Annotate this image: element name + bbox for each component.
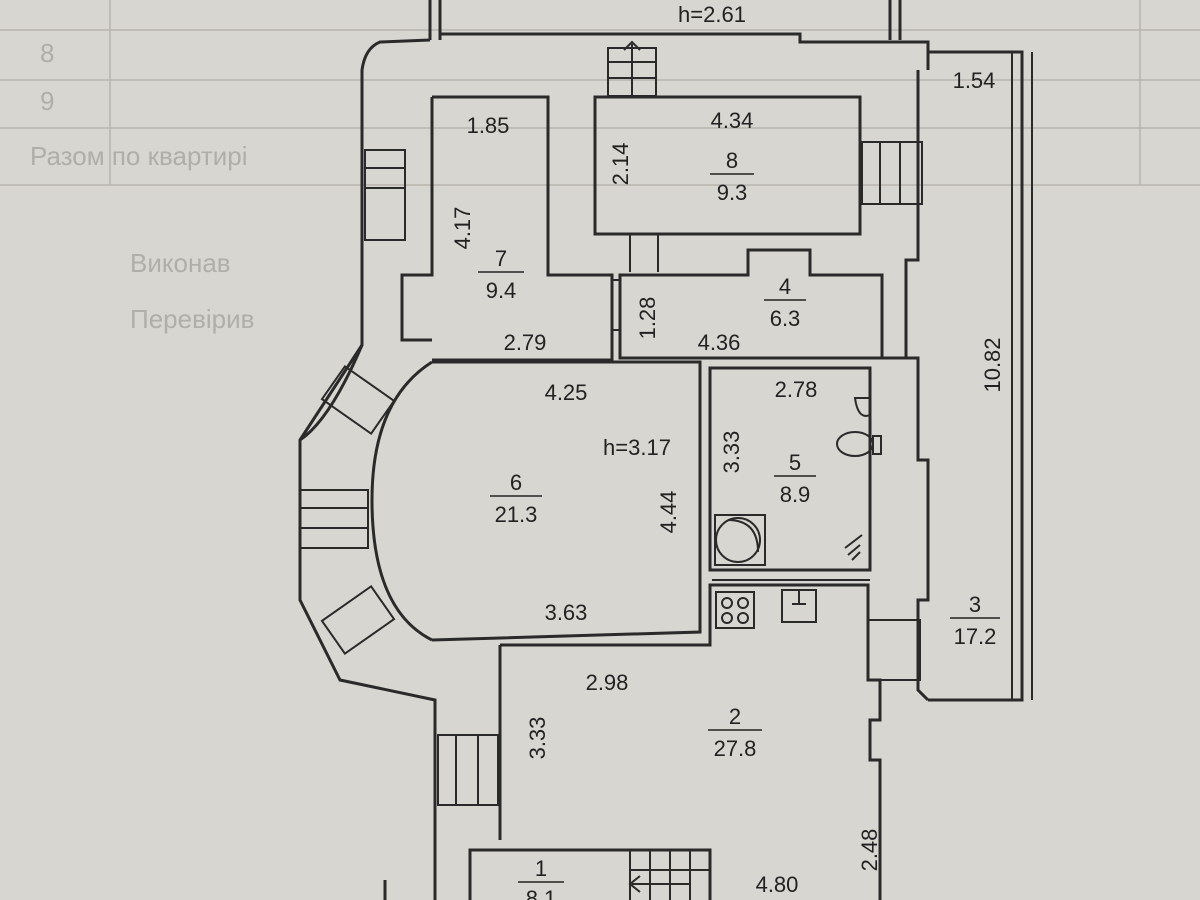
room-6-area: 21.3	[495, 502, 538, 527]
window-left	[364, 149, 406, 241]
dim-2-48: 2.48	[857, 829, 882, 872]
room-6-walls	[431, 360, 702, 642]
top-balcony	[428, 0, 902, 40]
room-5-walls	[708, 366, 872, 572]
balcony-wall	[428, 0, 902, 40]
dim-4-25: 4.25	[545, 380, 588, 405]
room-3-glazing	[1011, 52, 1033, 700]
sink-icon	[853, 397, 871, 417]
dim-3-33b: 3.33	[525, 717, 550, 760]
bay-window-mullion	[300, 507, 368, 529]
dim-4-17: 4.17	[450, 207, 475, 250]
dim-2-98: 2.98	[586, 670, 629, 695]
shower-tray-icon	[715, 517, 761, 563]
stove-burner-icon	[737, 612, 749, 624]
room-1-number: 1	[535, 856, 547, 881]
bg-executor-text: Виконав	[130, 248, 231, 278]
bay-window	[299, 489, 369, 549]
room-7-area: 9.4	[486, 278, 517, 303]
room-1-area: 8.1	[526, 886, 557, 900]
room-7-wall-left	[400, 97, 434, 342]
room-2-area: 27.8	[714, 736, 757, 761]
bg-footer-text: Разом по квартирі	[30, 141, 248, 171]
outer-wall-left	[298, 38, 437, 900]
bottom-stair	[629, 850, 710, 900]
entry-arrow-icon	[623, 40, 641, 62]
dim-4-34: 4.34	[711, 108, 754, 133]
room-2-number: 2	[729, 704, 741, 729]
outer-walls	[298, 32, 930, 900]
dim-2-14: 2.14	[608, 143, 633, 186]
dim-2-78: 2.78	[775, 377, 818, 402]
room-6-number: 6	[510, 470, 522, 495]
window-room-3	[867, 619, 921, 681]
bay-inner-curve	[370, 360, 433, 642]
dim-1-28: 1.28	[635, 297, 660, 340]
outer-wall-top	[440, 32, 930, 70]
room-1-walls	[468, 848, 712, 900]
room-8-number: 8	[726, 148, 738, 173]
dim-4-36: 4.36	[698, 330, 741, 355]
dim-4-44: 4.44	[656, 491, 681, 534]
stove-burner-icon	[721, 597, 733, 609]
window-room-8-mullion	[879, 142, 901, 204]
window-kitchen	[437, 734, 499, 806]
bg-checked-text: Перевірив	[130, 304, 254, 334]
dim-1-85: 1.85	[467, 113, 510, 138]
bottom-arrow-icon	[628, 875, 690, 893]
dim-3-63: 3.63	[545, 600, 588, 625]
window-room-8	[861, 141, 923, 205]
bay-window	[320, 365, 396, 435]
bg-row-number: 9	[40, 86, 54, 116]
top-height-label: h=2.61	[678, 2, 746, 27]
doorway-4	[612, 279, 620, 331]
room-4-area: 6.3	[770, 306, 801, 331]
bay-window	[320, 585, 396, 655]
dim-2-79: 2.79	[504, 330, 547, 355]
room-7-number: 7	[495, 246, 507, 271]
corridor-wall	[882, 356, 930, 702]
room-3-number: 3	[969, 592, 981, 617]
dim-3-33a: 3.33	[719, 431, 744, 474]
room-3-inner-wall	[904, 70, 920, 358]
room-6-height: h=3.17	[603, 435, 671, 460]
kitchen-tap-icon	[792, 590, 806, 605]
window-left-mullion	[365, 167, 405, 189]
room-3-area: 17.2	[954, 624, 997, 649]
room-8-area: 9.3	[717, 180, 748, 205]
dim-10-82: 10.82	[980, 337, 1005, 392]
room-7-walls	[432, 95, 614, 362]
room-3-walls	[928, 50, 1024, 702]
toilet-tank-icon	[872, 435, 882, 455]
window-kitchen-mullion	[455, 735, 479, 805]
room-8-walls	[593, 95, 862, 236]
shower-icon	[714, 514, 766, 566]
room-5-number: 5	[789, 450, 801, 475]
doorway-8	[629, 234, 659, 272]
bg-row-number: 8	[40, 38, 54, 68]
background-document: 8 9 Разом по квартирі Виконав Перевірив	[0, 0, 1200, 334]
stove-icon	[715, 591, 755, 629]
room-4-walls	[618, 248, 884, 360]
dim-4-80: 4.80	[756, 872, 799, 897]
room-2-walls	[500, 583, 882, 900]
room-4-number: 4	[779, 274, 791, 299]
toilet-icon	[836, 431, 874, 457]
stove-burner-icon	[721, 612, 733, 624]
towel-rail-icon	[844, 534, 863, 561]
dim-1-54: 1.54	[953, 68, 996, 93]
stove-burner-icon	[737, 597, 749, 609]
room-5-area: 8.9	[780, 482, 811, 507]
